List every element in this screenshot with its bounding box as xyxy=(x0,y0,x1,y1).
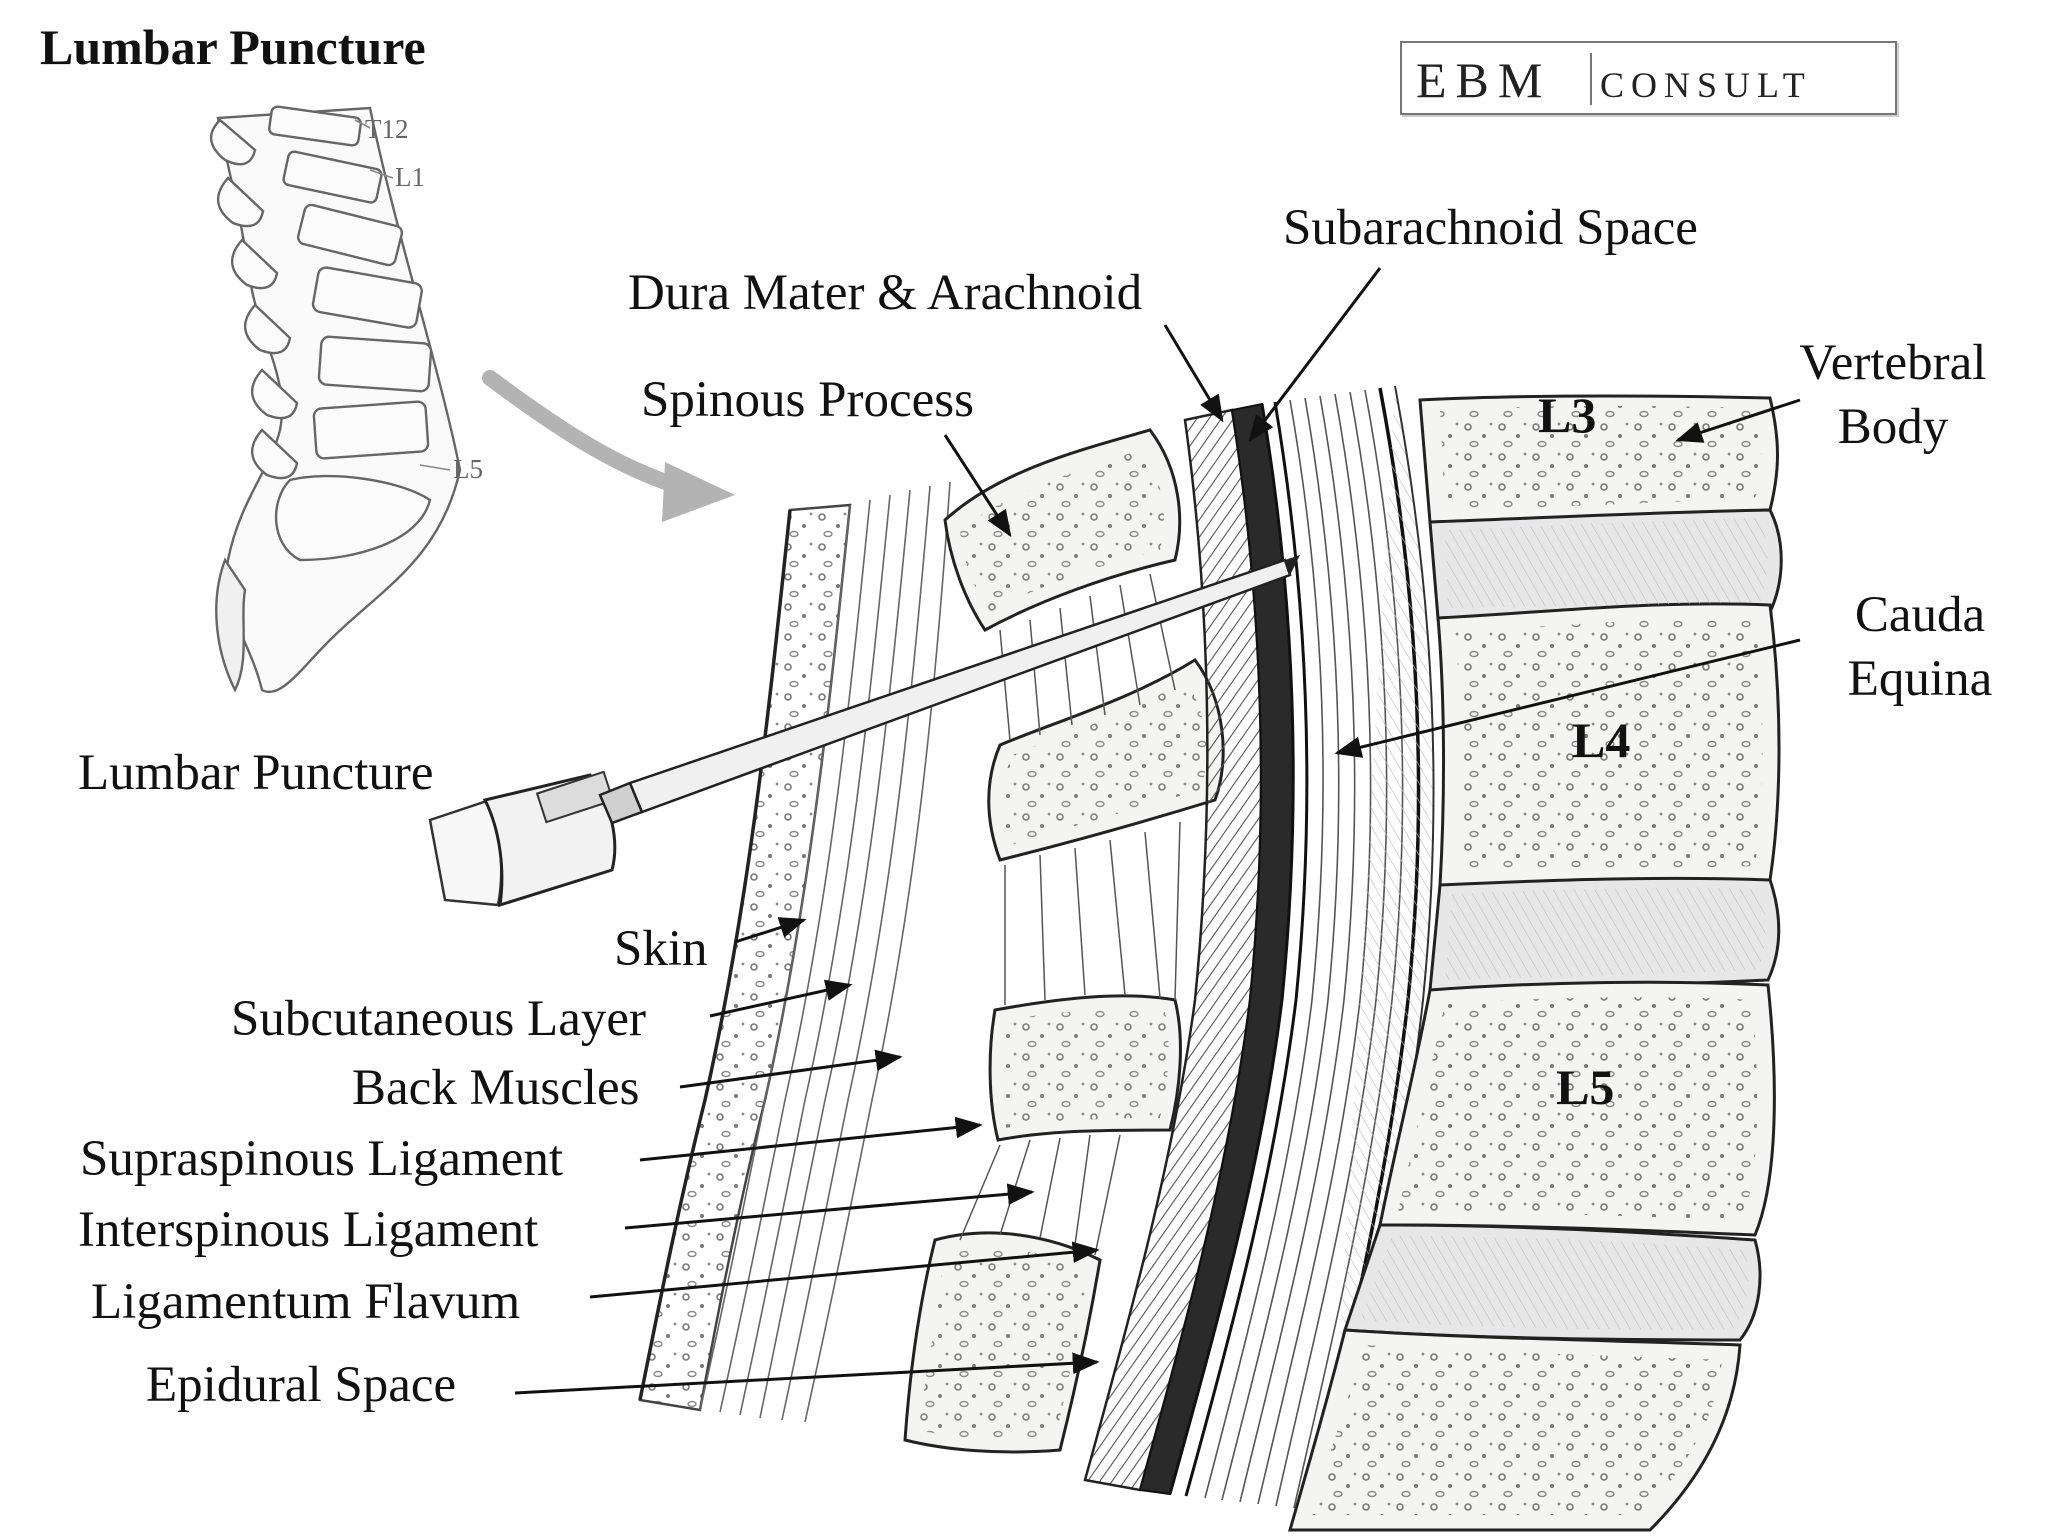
label-epidural-space: Epidural Space xyxy=(146,1357,457,1413)
label-vertebral-body-line1: Vertebral xyxy=(1799,335,1987,391)
label-cauda-equina-line1: Cauda xyxy=(1854,587,1986,643)
label-subarachnoid-space: Subarachnoid Space xyxy=(1283,200,1698,256)
label-dura-mater-arachnoid: Dura Mater & Arachnoid xyxy=(628,265,1143,321)
vertebra-label-l5: L5 xyxy=(1556,1059,1615,1115)
label-back-muscles: Back Muscles xyxy=(352,1060,640,1116)
label-cauda-equina-line2: Equina xyxy=(1847,651,1993,707)
label-lumbar-puncture: Lumbar Puncture xyxy=(78,745,434,801)
page-title: Lumbar Puncture xyxy=(40,19,426,75)
leader-lines xyxy=(514,267,1801,1395)
label-ligamentum-flavum: Ligamentum Flavum xyxy=(91,1274,521,1330)
label-supraspinous-ligament: Supraspinous Ligament xyxy=(80,1131,564,1187)
inset-spine xyxy=(210,105,462,694)
interspinous-ligament xyxy=(959,573,1181,1256)
label-vertebral-body-line2: Body xyxy=(1837,399,1949,455)
inset-label-t12: T12 xyxy=(365,114,409,144)
inset-label-l1: L1 xyxy=(395,162,425,192)
logo-divider xyxy=(1590,53,1592,105)
logo-product: CONSULT xyxy=(1600,65,1812,105)
label-subcutaneous-layer: Subcutaneous Layer xyxy=(231,991,646,1047)
label-spinous-process: Spinous Process xyxy=(641,372,974,428)
ebm-consult-logo: EBM CONSULT xyxy=(1400,41,1897,115)
vertebra-label-l4: L4 xyxy=(1572,712,1631,768)
lumbar-puncture-needle xyxy=(428,555,1300,908)
label-skin: Skin xyxy=(614,921,708,977)
logo-brand: EBM xyxy=(1416,52,1552,108)
inset-label-l5: L5 xyxy=(453,454,483,484)
dura-lines xyxy=(1168,401,1309,1497)
vertebra-label-l3: L3 xyxy=(1538,387,1597,443)
label-interspinous-ligament: Interspinous Ligament xyxy=(78,1202,539,1258)
